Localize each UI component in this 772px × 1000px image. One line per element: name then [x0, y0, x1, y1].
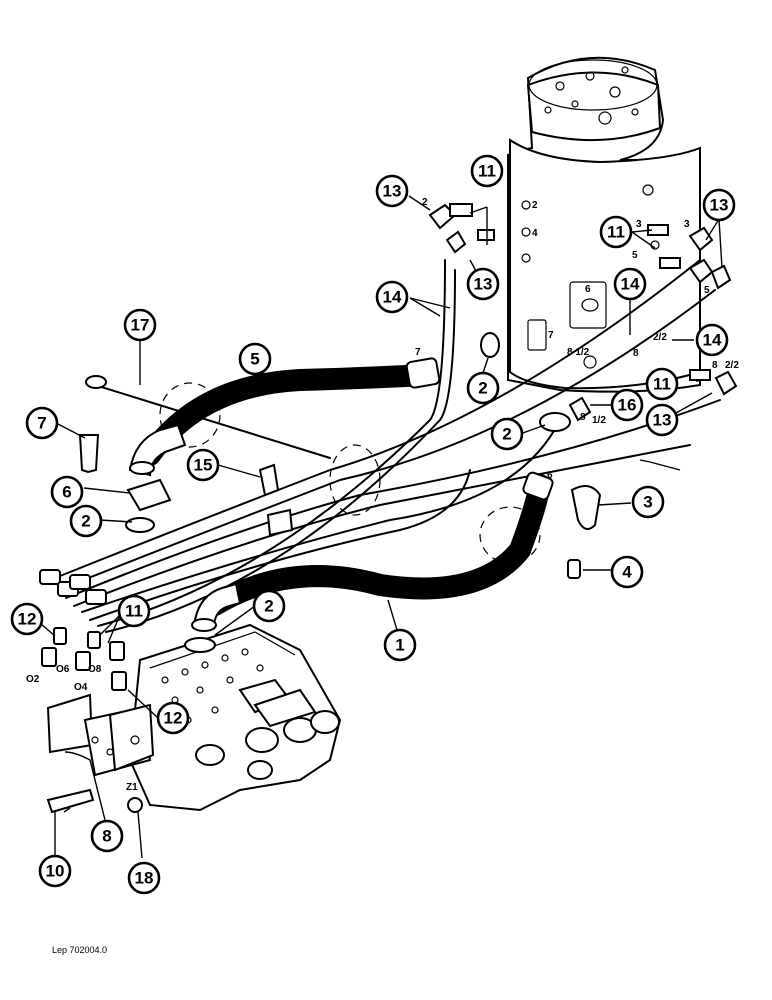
svg-text:10: 10: [46, 862, 65, 881]
svg-text:4: 4: [622, 563, 632, 582]
callout-13-a: 13: [375, 174, 409, 208]
svg-text:16: 16: [618, 396, 637, 415]
svg-text:2: 2: [264, 597, 273, 616]
svg-text:15: 15: [194, 456, 213, 475]
svg-text:6: 6: [62, 483, 71, 502]
callouts: 13 11 13 11 13 14 14 14 17 5 2 7 2 16 11…: [10, 154, 736, 895]
port-label: 3: [684, 219, 690, 230]
callout-2-c: 2: [69, 504, 103, 538]
callout-14-c: 14: [695, 323, 729, 357]
control-valve: [128, 623, 342, 812]
svg-text:7: 7: [37, 414, 46, 433]
svg-text:11: 11: [653, 375, 671, 394]
port-label: O8: [88, 664, 102, 675]
port-label: 7: [548, 330, 554, 341]
callout-15: 15: [186, 448, 220, 482]
callout-11-c: 11: [645, 367, 679, 401]
callout-16: 16: [610, 388, 644, 422]
solenoid-block: [46, 693, 155, 814]
port-label: Z1: [126, 782, 138, 793]
svg-text:13: 13: [710, 196, 729, 215]
svg-text:14: 14: [621, 275, 640, 294]
callout-2-a: 2: [466, 371, 500, 405]
callout-10: 10: [38, 854, 72, 888]
svg-text:2: 2: [81, 512, 90, 531]
callout-11-d: 11: [117, 594, 151, 628]
callout-12-b: 12: [156, 701, 190, 735]
port-label: 2: [422, 197, 428, 208]
port-label: 3: [636, 219, 642, 230]
port-label: 1/2: [592, 415, 606, 426]
callout-13-d: 13: [645, 403, 679, 437]
svg-text:8: 8: [102, 827, 111, 846]
callout-13-b: 13: [466, 267, 500, 301]
port-label: 6: [547, 470, 553, 481]
hoses: [39, 203, 738, 691]
svg-text:12: 12: [164, 709, 183, 728]
svg-text:13: 13: [474, 275, 493, 294]
callout-3: 3: [631, 485, 665, 519]
callout-8: 8: [90, 819, 124, 853]
svg-text:18: 18: [135, 869, 154, 888]
leader-lines: [39, 195, 723, 859]
callout-4: 4: [610, 555, 644, 589]
svg-text:14: 14: [383, 288, 402, 307]
callout-5: 5: [238, 342, 272, 376]
port-label: O6: [56, 664, 70, 675]
svg-text:2: 2: [478, 379, 487, 398]
svg-text:13: 13: [653, 411, 672, 430]
callout-11-b: 11: [599, 215, 633, 249]
callout-2-b: 2: [490, 417, 524, 451]
port-label: 8: [712, 360, 718, 371]
callout-12-a: 12: [10, 602, 44, 636]
callout-2-d: 2: [252, 589, 286, 623]
svg-text:13: 13: [383, 182, 402, 201]
port-label: 2: [532, 200, 538, 211]
callout-1: 1: [383, 628, 417, 662]
callout-18: 18: [127, 861, 161, 895]
callout-6: 6: [50, 475, 84, 509]
svg-text:12: 12: [18, 610, 37, 629]
port-label: 5: [704, 285, 710, 296]
callout-17: 17: [123, 308, 157, 342]
svg-text:2: 2: [502, 425, 511, 444]
svg-text:11: 11: [478, 162, 496, 181]
drawing-reference: Lep 702004.0: [52, 945, 108, 955]
svg-text:17: 17: [131, 316, 150, 335]
svg-text:5: 5: [250, 350, 259, 369]
port-label: 8: [633, 348, 639, 359]
svg-text:11: 11: [607, 223, 625, 242]
port-label: 8 1/2: [567, 347, 590, 358]
callout-14-b: 14: [613, 267, 647, 301]
svg-text:14: 14: [703, 331, 722, 350]
callout-11-a: 11: [470, 154, 504, 188]
port-label: 5: [632, 250, 638, 261]
port-label: 2/2: [653, 332, 667, 343]
port-label: 4: [532, 228, 538, 239]
port-label: 7: [415, 347, 421, 358]
port-label: 6: [585, 284, 591, 295]
port-label: O2: [26, 674, 40, 685]
port-label: 2/2: [725, 360, 739, 371]
port-labels: 2 2 4 6 7 8 1/2 3 3 5 5 8 2/2 8 2/2 7 6 …: [26, 197, 739, 793]
port-label: 8: [580, 412, 586, 423]
svg-text:11: 11: [125, 602, 143, 621]
callout-13-c: 13: [702, 188, 736, 222]
port-label: O4: [74, 682, 88, 693]
svg-text:3: 3: [643, 493, 652, 512]
callout-7: 7: [25, 406, 59, 440]
svg-text:1: 1: [395, 636, 404, 655]
callout-14-a: 14: [375, 280, 409, 314]
